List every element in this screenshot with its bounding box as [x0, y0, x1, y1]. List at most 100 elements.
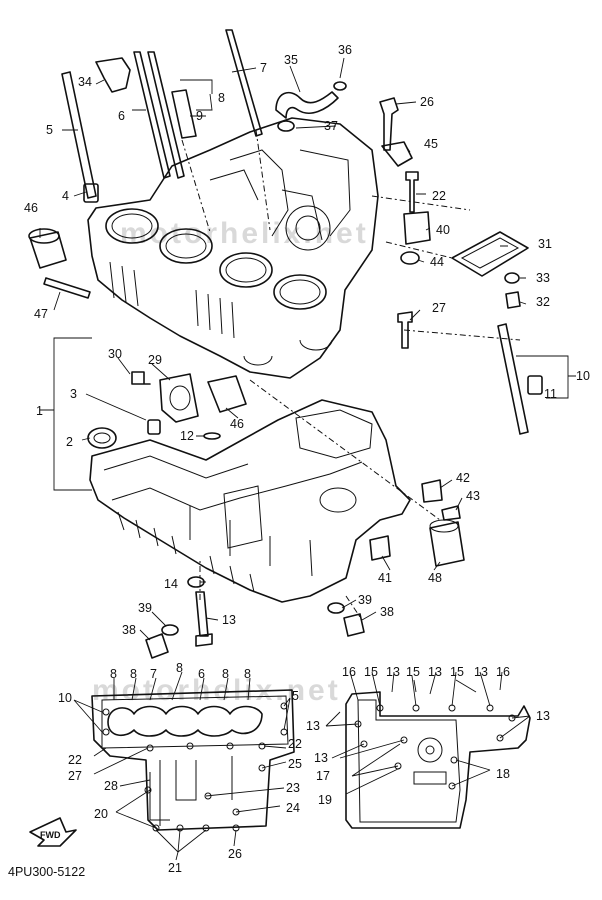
callout-7: 7	[260, 61, 267, 75]
callout-tl-24: 24	[286, 801, 300, 815]
callout-34: 34	[78, 75, 92, 89]
callout-32: 32	[536, 295, 550, 309]
hose-35	[275, 91, 339, 119]
bracket-42	[421, 479, 443, 503]
callout-4: 4	[62, 189, 69, 203]
diagram-code: 4PU300-5122	[8, 865, 85, 879]
callout-30: 30	[108, 347, 122, 361]
stud-7	[225, 29, 263, 137]
upper-crankcase	[87, 117, 379, 379]
bolt-22	[405, 171, 419, 213]
seal-2	[87, 427, 117, 449]
callout-9: 9	[196, 109, 203, 123]
stud-5	[61, 71, 97, 199]
o-ring-39b	[327, 602, 345, 614]
callout-2: 2	[66, 435, 73, 449]
stud-10	[497, 323, 543, 435]
callout-38b: 38	[380, 605, 394, 619]
callout-10: 10	[576, 369, 590, 383]
plug-38a	[145, 633, 169, 659]
callout-36: 36	[338, 43, 352, 57]
callout-br-16a: 16	[342, 665, 356, 679]
callout-tl-8b: 8	[130, 667, 137, 681]
callout-42: 42	[456, 471, 470, 485]
callout-48: 48	[428, 571, 442, 585]
callout-tl-7: 7	[150, 667, 157, 681]
gasket-29	[159, 373, 199, 423]
bolt-26	[379, 97, 399, 151]
callout-3: 3	[70, 387, 77, 401]
callout-6: 6	[118, 109, 125, 123]
studs-6	[133, 51, 197, 179]
callout-br-15c: 15	[450, 665, 464, 679]
callout-8: 8	[218, 91, 225, 105]
clip-36	[333, 81, 347, 91]
fitting-45	[381, 141, 413, 167]
callout-13: 13	[222, 613, 236, 627]
callout-29: 29	[148, 353, 162, 367]
callout-tl-23: 23	[286, 781, 300, 795]
callout-27: 27	[432, 301, 446, 315]
callout-26: 26	[420, 95, 434, 109]
callout-tl-5: 5	[292, 689, 299, 703]
callouts: 1 2 3 4 5 6 7 8 9 10 11 12 13 14 22 26 2…	[24, 43, 590, 875]
callout-22: 22	[432, 189, 446, 203]
callout-tl-10: 10	[58, 691, 72, 705]
clip-37	[277, 120, 295, 132]
plate-40	[403, 211, 431, 245]
dowel-3	[147, 419, 161, 435]
bolt-32	[505, 291, 521, 309]
breather-46a	[28, 228, 67, 269]
callout-tl-26: 26	[228, 847, 242, 861]
callout-br-17: 17	[316, 769, 330, 783]
callout-tl-22b: 22	[288, 737, 302, 751]
callout-47: 47	[34, 307, 48, 321]
callout-39b: 39	[358, 593, 372, 607]
callout-br-13c: 13	[474, 665, 488, 679]
callout-39a: 39	[138, 601, 152, 615]
callout-tl-8e: 8	[244, 667, 251, 681]
callout-1: 1	[36, 404, 43, 418]
callout-tl-21: 21	[168, 861, 182, 875]
clamp-41	[369, 535, 391, 561]
callout-5: 5	[46, 123, 53, 137]
callout-br-19: 19	[318, 793, 332, 807]
callout-46a: 46	[24, 201, 38, 215]
callout-br-13f: 13	[536, 709, 550, 723]
fwd-arrow-icon	[29, 817, 77, 847]
callout-43: 43	[466, 489, 480, 503]
callout-br-15b: 15	[406, 665, 420, 679]
lower-case-top-view	[91, 689, 295, 832]
callout-12: 12	[180, 429, 194, 443]
callout-tl-20: 20	[94, 807, 108, 821]
callout-br-15a: 15	[364, 665, 378, 679]
bolt-13	[195, 591, 213, 647]
bolt-43	[441, 505, 461, 521]
bushing-48	[429, 519, 465, 567]
callout-44: 44	[430, 255, 444, 269]
callout-tl-8c: 8	[176, 661, 183, 675]
bracket-34	[95, 57, 131, 93]
stud-47	[43, 277, 91, 299]
callout-41: 41	[378, 571, 392, 585]
callout-45: 45	[424, 137, 438, 151]
callout-11: 11	[544, 387, 557, 401]
washer-44	[400, 251, 420, 265]
callout-tl-28: 28	[104, 779, 118, 793]
callout-14: 14	[164, 577, 178, 591]
callout-br-13e: 13	[314, 751, 328, 765]
callout-br-13a: 13	[386, 665, 400, 679]
callout-tl-27: 27	[68, 769, 82, 783]
lower-crankcase	[89, 399, 411, 603]
plug-33	[504, 272, 520, 284]
callout-tl-8d: 8	[222, 667, 229, 681]
bolt-30	[131, 371, 151, 385]
breather-46b	[207, 375, 247, 413]
callout-tl-22a: 22	[68, 753, 82, 767]
callout-br-13b: 13	[428, 665, 442, 679]
callout-35: 35	[284, 53, 298, 67]
callout-br-16b: 16	[496, 665, 510, 679]
fwd-label: FWD	[40, 830, 61, 840]
o-ring-12	[203, 432, 221, 440]
